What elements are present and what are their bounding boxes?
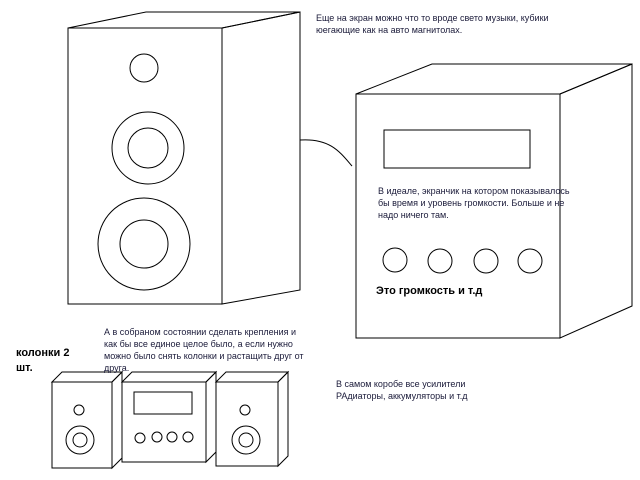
assembly-idea-note: А в собраном состоянии сделать крепления…	[104, 327, 304, 373]
control-knob-1	[382, 247, 408, 273]
small-right-speaker	[214, 370, 290, 468]
small-center-side	[205, 370, 217, 464]
speakers-count-label: колонки 2 шт.	[16, 347, 70, 374]
woofer-outer-circle	[97, 197, 191, 291]
volume-label: Это громкость и т.д	[376, 285, 483, 297]
small-right-woofer-inner	[238, 432, 254, 448]
tweeter-circle	[129, 53, 159, 83]
small-left-side	[111, 370, 123, 470]
display-idea-note: В идеале, экранчик на котором показывало…	[378, 186, 570, 220]
small-right-woofer-outer	[231, 425, 261, 455]
small-left-woofer-inner	[72, 432, 88, 448]
small-right-side	[277, 370, 289, 468]
small-center-knob-1	[134, 432, 146, 444]
small-left-tweeter	[73, 404, 85, 416]
small-left-woofer-outer	[65, 425, 95, 455]
large-speaker-side	[221, 11, 301, 305]
small-right-tweeter	[239, 404, 251, 416]
small-center-front	[121, 381, 207, 463]
main-unit-side	[559, 63, 633, 339]
midrange-outer-circle	[111, 111, 185, 185]
woofer-inner-circle	[119, 219, 169, 269]
control-knob-4	[517, 248, 543, 274]
small-right-front	[215, 381, 279, 467]
box-contents-note: В самом коробе все усилители РАдиаторы, …	[336, 379, 468, 401]
control-knob-3	[473, 248, 499, 274]
display-screen	[383, 129, 531, 169]
large-speaker-top	[67, 11, 301, 29]
small-center-knob-2	[151, 431, 163, 443]
midrange-inner-circle	[127, 127, 169, 169]
screen-idea-note: Еще на экран можно что то вроде свето му…	[316, 13, 549, 35]
connecting-cable	[299, 139, 353, 167]
large-speaker-front	[67, 27, 223, 305]
small-center-unit	[120, 370, 218, 464]
control-knob-2	[427, 248, 453, 274]
large-speaker-cabinet	[67, 11, 301, 305]
main-unit-top	[355, 63, 633, 95]
small-center-display	[133, 391, 193, 415]
small-center-knob-4	[182, 431, 194, 443]
small-left-front	[51, 381, 113, 469]
main-unit-box	[355, 63, 633, 339]
small-center-knob-3	[166, 431, 178, 443]
small-left-speaker	[50, 370, 124, 470]
